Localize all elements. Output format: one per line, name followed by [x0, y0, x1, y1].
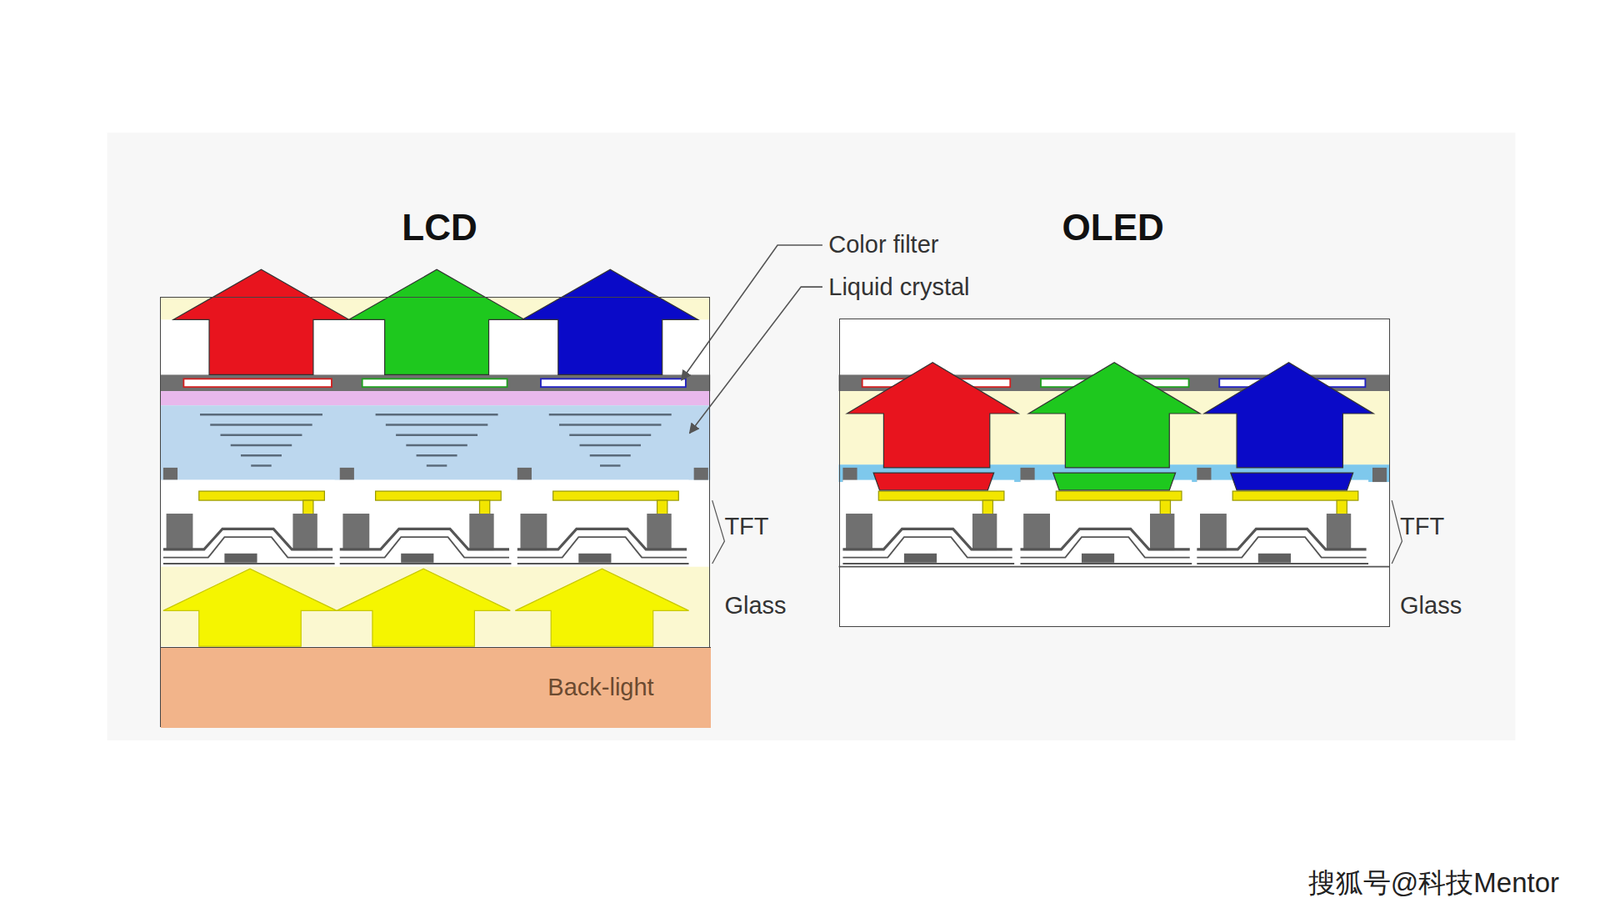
- backlight-band: Back-light: [160, 646, 711, 728]
- band-label: Back-light: [547, 673, 654, 701]
- panel-box: OLED: [839, 318, 1390, 627]
- panel-title: OLED: [1062, 206, 1165, 249]
- panel-title: LCD: [401, 206, 477, 249]
- layer-label: TFT: [1400, 512, 1445, 540]
- layer-label: Glass: [1400, 591, 1462, 620]
- callout-label: Color filter: [828, 230, 939, 259]
- layer-label: TFT: [724, 512, 769, 540]
- callout-label: Liquid crystal: [828, 273, 970, 301]
- panel-box: LCDBack-light: [160, 296, 710, 727]
- layer-label: Glass: [724, 591, 786, 620]
- watermark: 搜狐号@科技Mentor: [1308, 864, 1560, 902]
